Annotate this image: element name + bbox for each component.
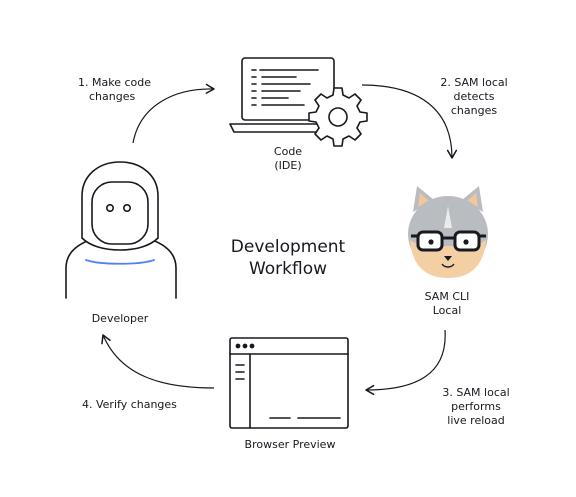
code-ide-label-line-2: (IDE) <box>274 159 302 172</box>
step-3-line-2: performs <box>451 400 501 413</box>
sam-cli-label: SAM CLI Local <box>425 290 470 318</box>
step-3-line-3: live reload <box>447 414 505 427</box>
step-2-line-2: detects <box>453 90 495 103</box>
arrow-step1 <box>132 83 215 144</box>
arrow-step3 <box>365 329 446 396</box>
squirrel-mascot-icon <box>408 186 488 278</box>
browser-window-icon <box>229 337 349 429</box>
diagram-title: Development Workflow <box>231 236 345 280</box>
step-2-label: 2. SAM local detects changes <box>440 76 507 118</box>
developer-icon <box>65 161 177 299</box>
arrow-step2 <box>361 84 458 159</box>
step-4-line-1: 4. Verify changes <box>82 398 177 411</box>
title-line-2: Workflow <box>248 259 328 279</box>
step-4-label: 4. Verify changes <box>82 398 177 412</box>
code-ide-label: Code (IDE) <box>274 145 302 173</box>
step-1-line-2: changes <box>89 90 136 103</box>
step-1-line-1: 1. Make code <box>78 76 151 89</box>
sam-cli-label-line-1: SAM CLI <box>424 290 470 303</box>
arrow-step4 <box>101 334 215 389</box>
laptop-gear-icon <box>229 57 368 147</box>
developer-label-text: Developer <box>91 312 149 325</box>
step-1-label: 1. Make code changes <box>78 76 151 104</box>
browser-preview-label-text: Browser Preview <box>244 438 336 451</box>
step-2-line-3: changes <box>450 104 498 117</box>
step-3-label: 3. SAM local performs live reload <box>442 386 509 428</box>
browser-preview-label: Browser Preview <box>245 438 336 452</box>
gear-icon <box>308 87 368 147</box>
step-3-line-1: 3. SAM local <box>442 386 510 399</box>
developer-label: Developer <box>92 312 149 326</box>
step-2-line-1: 2. SAM local <box>440 76 508 89</box>
sam-cli-label-line-2: Local <box>432 304 462 317</box>
code-ide-label-line-1: Code <box>273 145 303 158</box>
title-line-1: Development <box>230 237 346 257</box>
